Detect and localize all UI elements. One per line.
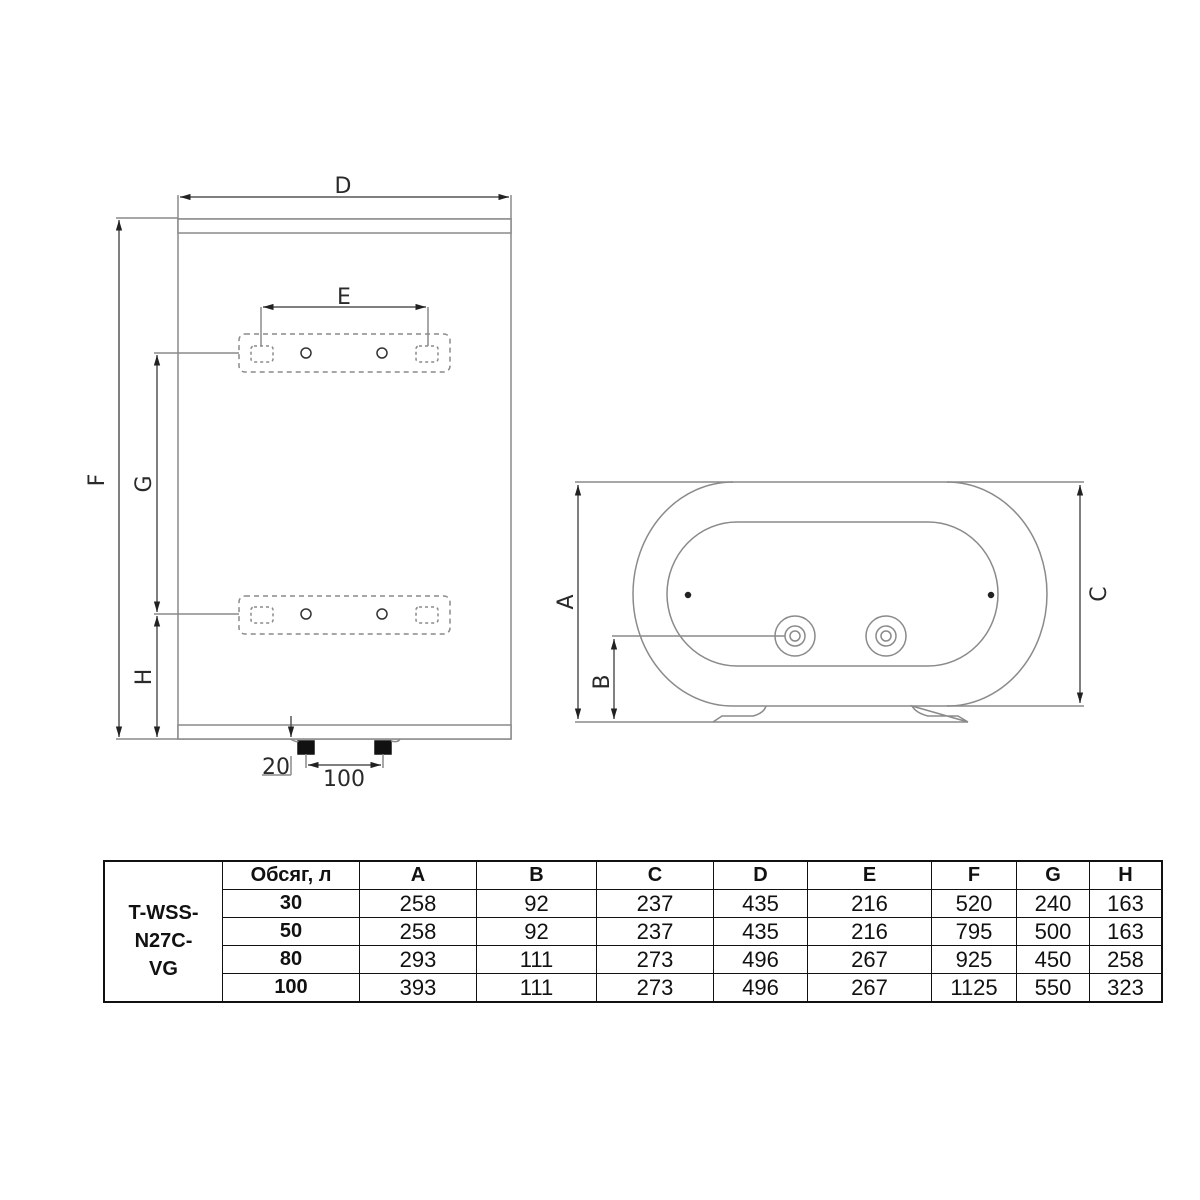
cell-h: 163	[1089, 917, 1163, 946]
mounting-feet	[712, 704, 969, 723]
cell-d: 435	[713, 917, 808, 946]
cell-g: 240	[1016, 889, 1090, 918]
water-heater-dimension-diagram: D E F G H 20 100 A B C	[85, 174, 1112, 792]
cell-h: 323	[1089, 973, 1163, 1003]
dimensions-table: T-WSS- N27C- VG Обсяг, л A B C D E F G H…	[103, 860, 1163, 1003]
label-f: F	[85, 474, 110, 487]
header-c: C	[596, 860, 714, 890]
cell-a: 258	[359, 889, 477, 918]
cell-a: 293	[359, 945, 477, 974]
cell-volume: 100	[222, 973, 360, 1003]
header-h: H	[1089, 860, 1163, 890]
table-row: 50 258 92 237 435 216 795 500 163	[104, 917, 1163, 946]
cell-e: 216	[807, 889, 932, 918]
label-g: G	[132, 475, 157, 492]
cell-e: 216	[807, 917, 932, 946]
header-volume: Обсяг, л	[222, 860, 360, 890]
cell-c: 273	[596, 973, 714, 1003]
table-row: 30 258 92 237 435 216 520 240 163	[104, 889, 1163, 918]
cell-f: 520	[931, 889, 1017, 918]
cell-e: 267	[807, 945, 932, 974]
label-e: E	[337, 285, 351, 310]
bottom-cap	[177, 724, 512, 740]
inner-panel-outline	[666, 521, 999, 667]
cell-f: 925	[931, 945, 1017, 974]
header-g: G	[1016, 860, 1090, 890]
label-pipe-spacing: 100	[323, 767, 365, 792]
cell-b: 111	[476, 973, 597, 1003]
upper-mounting-bracket	[238, 333, 451, 373]
table-row: 80 293 111 273 496 267 925 450 258	[104, 945, 1163, 974]
cell-g: 500	[1016, 917, 1090, 946]
cell-d: 496	[713, 973, 808, 1003]
label-c: C	[1087, 586, 1112, 601]
cell-b: 92	[476, 889, 597, 918]
header-a: A	[359, 860, 477, 890]
outer-shell-outline	[632, 481, 1048, 707]
cell-c: 237	[596, 889, 714, 918]
table-row: 100 393 111 273 496 267 1125 550 323	[104, 973, 1163, 1003]
cell-c: 237	[596, 917, 714, 946]
cell-h: 163	[1089, 889, 1163, 918]
cell-g: 450	[1016, 945, 1090, 974]
cell-f: 795	[931, 917, 1017, 946]
label-bottom-offset: 20	[262, 755, 290, 780]
table-header-row: T-WSS- N27C- VG Обсяг, л A B C D E F G H	[103, 860, 1163, 1003]
cell-volume: 80	[222, 945, 360, 974]
cell-d: 496	[713, 945, 808, 974]
header-f: F	[931, 860, 1017, 890]
header-b: B	[476, 860, 597, 890]
cell-f: 1125	[931, 973, 1017, 1003]
cell-b: 92	[476, 917, 597, 946]
outlet-pipe	[374, 740, 392, 755]
model-name-cell: T-WSS- N27C- VG	[103, 860, 223, 1003]
cell-e: 267	[807, 973, 932, 1003]
label-d: D	[335, 174, 352, 199]
model-line: N27C-	[134, 929, 193, 952]
label-h: H	[132, 669, 157, 686]
cell-d: 435	[713, 889, 808, 918]
cell-c: 273	[596, 945, 714, 974]
header-d: D	[713, 860, 808, 890]
label-b: B	[590, 674, 615, 689]
cell-volume: 30	[222, 889, 360, 918]
cell-h: 258	[1089, 945, 1163, 974]
header-e: E	[807, 860, 932, 890]
model-line: VG	[149, 957, 178, 980]
cell-a: 393	[359, 973, 477, 1003]
cell-b: 111	[476, 945, 597, 974]
side-view	[574, 481, 1084, 723]
label-a: A	[554, 594, 579, 609]
front-view	[115, 193, 512, 776]
cell-volume: 50	[222, 917, 360, 946]
lower-mounting-bracket	[238, 595, 451, 635]
model-line: T-WSS-	[128, 901, 199, 924]
outlet-connector	[865, 615, 907, 657]
cell-a: 258	[359, 917, 477, 946]
top-cap	[177, 218, 512, 234]
inlet-pipe	[297, 740, 315, 755]
cell-g: 550	[1016, 973, 1090, 1003]
